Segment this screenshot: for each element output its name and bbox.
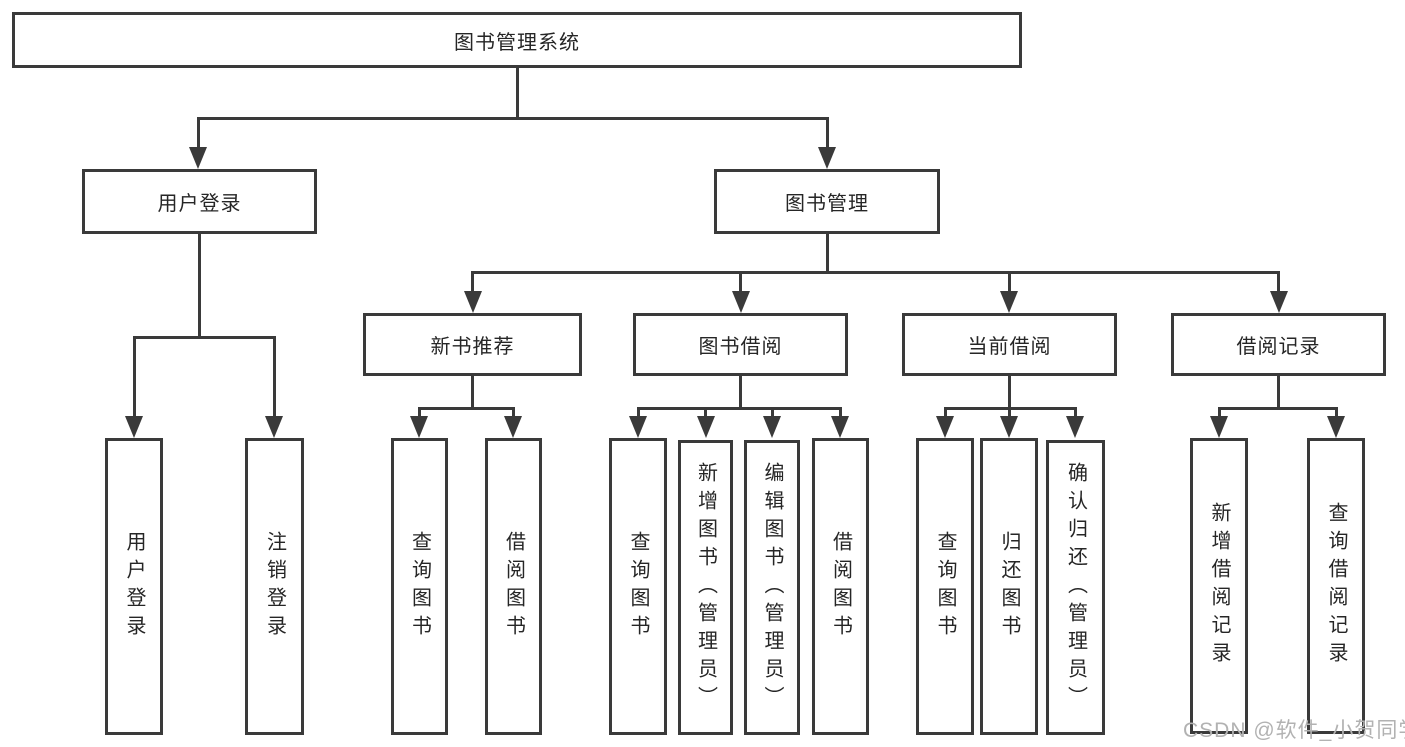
leaf-borrow-books-2: 借阅图书	[812, 438, 869, 735]
connector-newbook-bar	[418, 407, 515, 410]
arrow-down-icon	[732, 291, 750, 313]
leaf-add-borrow-record: 新增借阅记录	[1190, 438, 1248, 734]
connector-l3-stem	[1277, 271, 1280, 295]
connector-bookborrow-bar	[637, 407, 841, 410]
arrow-down-icon	[831, 416, 849, 438]
node-new-book-rec: 新书推荐	[363, 313, 582, 376]
leaf-borrow-books-1: 借阅图书	[485, 438, 542, 735]
leaf-query-borrow-record: 查询借阅记录	[1307, 438, 1365, 734]
connector-records-bar	[1218, 407, 1338, 410]
csdn-watermark: CSDN @软件_小贺同学	[1183, 719, 1405, 742]
arrow-down-icon	[763, 416, 781, 438]
node-current-borrow: 当前借阅	[902, 313, 1117, 376]
connector-book-mgmt-down	[826, 234, 829, 272]
arrow-down-icon	[464, 291, 482, 313]
arrow-down-icon	[1327, 416, 1345, 438]
leaf-logout: 注销登录	[245, 438, 304, 735]
arrow-down-icon	[818, 147, 836, 169]
arrow-down-icon	[1000, 416, 1018, 438]
connector-user-login-down	[198, 234, 201, 337]
arrow-down-icon	[125, 416, 143, 438]
connector-leaf-stem	[839, 407, 842, 421]
connector-leaf-stem	[273, 336, 276, 416]
connector-leaf-stem	[771, 407, 774, 421]
leaf-add-book-admin: 新增图书（管理员）	[678, 440, 733, 735]
arrow-down-icon	[504, 416, 522, 438]
connector-leaf-stem	[1074, 407, 1077, 421]
connector-leaf-stem	[133, 336, 136, 416]
arrow-down-icon	[1000, 291, 1018, 313]
connector-l3-stem	[471, 271, 474, 295]
connector-leaf-stem	[512, 407, 515, 421]
leaf-query-books-3: 查询图书	[916, 438, 974, 735]
leaf-confirm-return-admin: 确认归还（管理员）	[1046, 440, 1105, 735]
node-user-login: 用户登录	[82, 169, 317, 234]
arrow-down-icon	[936, 416, 954, 438]
node-book-mgmt: 图书管理	[714, 169, 940, 234]
leaf-query-books-2: 查询图书	[609, 438, 667, 735]
connector-records-down	[1277, 376, 1280, 410]
connector-l3-stem	[1008, 271, 1011, 295]
leaf-user-login: 用户登录	[105, 438, 163, 735]
connector-leaf-stem	[704, 407, 707, 421]
arrow-down-icon	[189, 147, 207, 169]
connector-l3-stem	[739, 271, 742, 295]
connector-user-login-stem	[197, 117, 200, 149]
arrow-down-icon	[1210, 416, 1228, 438]
connector-book-mgmt-stem	[826, 117, 829, 149]
arrow-down-icon	[1066, 416, 1084, 438]
node-book-borrow: 图书借阅	[633, 313, 848, 376]
connector-user-login-bar	[133, 336, 276, 339]
connector-leaf-stem	[1335, 407, 1338, 421]
connector-bookborrow-down	[739, 376, 742, 410]
connector-leaf-stem	[944, 407, 947, 421]
leaf-return-books: 归还图书	[980, 438, 1038, 735]
connector-root-stem	[516, 68, 519, 120]
connector-leaf-stem	[1008, 407, 1011, 421]
connector-leaf-stem	[418, 407, 421, 421]
connector-currentborrow-down	[1008, 376, 1011, 410]
arrow-down-icon	[1270, 291, 1288, 313]
connector-newbook-down	[471, 376, 474, 410]
leaf-query-books-1: 查询图书	[391, 438, 448, 735]
connector-level3-bar	[471, 271, 1280, 274]
node-root: 图书管理系统	[12, 12, 1022, 68]
arrow-down-icon	[410, 416, 428, 438]
arrow-down-icon	[265, 416, 283, 438]
connector-leaf-stem	[637, 407, 640, 421]
node-borrow-records: 借阅记录	[1171, 313, 1386, 376]
connector-leaf-stem	[1218, 407, 1221, 421]
arrow-down-icon	[697, 416, 715, 438]
connector-root-bar	[197, 117, 829, 120]
leaf-edit-book-admin: 编辑图书（管理员）	[744, 440, 800, 735]
arrow-down-icon	[629, 416, 647, 438]
